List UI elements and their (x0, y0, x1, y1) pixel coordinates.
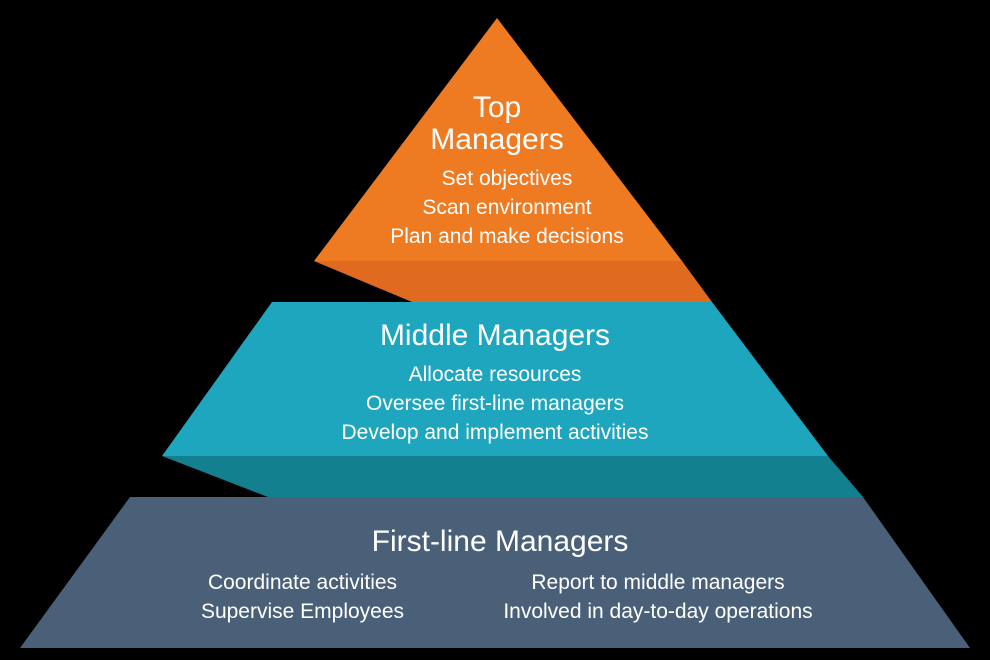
middle-tier-item-1: Allocate resources (408, 363, 582, 386)
top-tier-shadow (314, 261, 712, 302)
middle-tier-title: Middle Managers (379, 319, 611, 352)
bottom-tier-right-item-2: Involved in day-to-day operations (503, 600, 813, 623)
bottom-tier-left-item-1: Coordinate activities (207, 571, 398, 594)
bottom-tier-left-item-2: Supervise Employees (200, 600, 405, 623)
middle-tier-item-3: Develop and implement activities (341, 421, 649, 444)
bottom-tier-right-list: Report to middle managers Involved in da… (468, 568, 848, 626)
bottom-tier-right-item-1: Report to middle managers (531, 571, 785, 594)
bottom-tier-title: First-line Managers (371, 525, 629, 558)
middle-tier-shape (162, 302, 828, 456)
bottom-tier-shape (20, 497, 970, 648)
bottom-tier-left-list: Coordinate activities Supervise Employee… (165, 568, 440, 626)
top-tier-title-line1: Top (472, 91, 522, 124)
middle-tier-item-2: Oversee first-line managers (366, 392, 624, 415)
top-tier-item-2: Scan environment (422, 196, 592, 219)
middle-tier-shadow (162, 456, 863, 497)
top-tier-title-line2: Managers (430, 123, 564, 156)
top-tier-item-1: Set objectives (441, 167, 573, 190)
top-tier-item-3: Plan and make decisions (390, 225, 624, 248)
top-tier-shape (314, 18, 682, 261)
